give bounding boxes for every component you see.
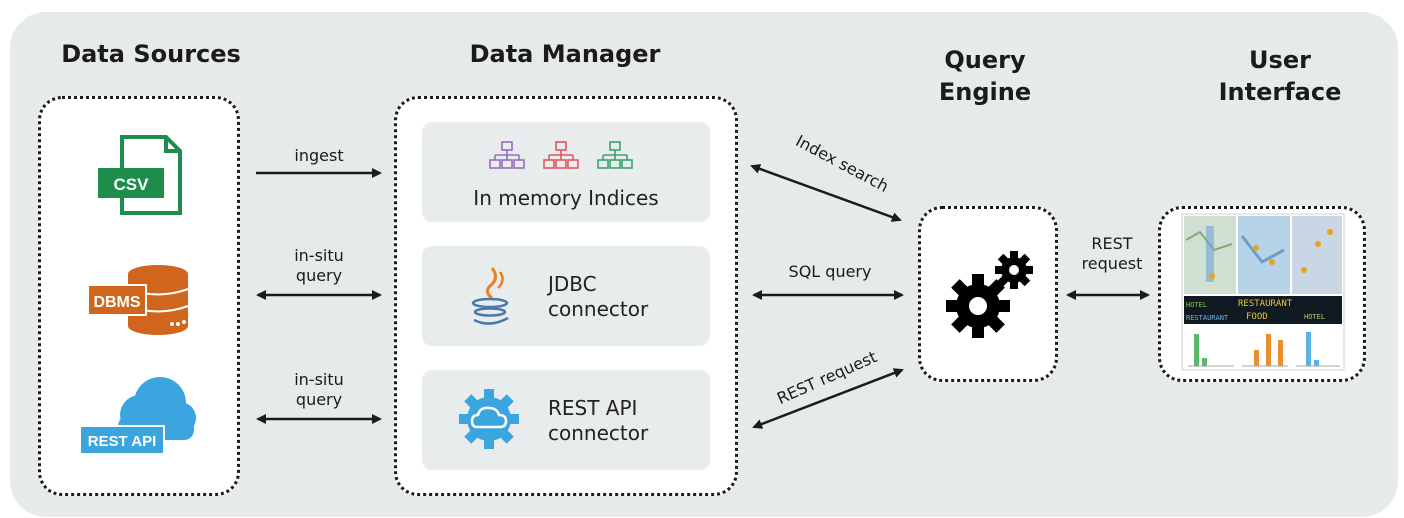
rest-request-arrow xyxy=(752,368,904,429)
in-situ-query-label-2-line1: in-situ xyxy=(294,370,344,389)
header-user-interface-line2: Interface xyxy=(1218,78,1342,106)
in-situ-query-label-1-line2: query xyxy=(295,266,343,285)
rest-connector-label-line2: connector xyxy=(548,421,649,445)
header-data-sources: Data Sources xyxy=(61,40,241,68)
header-data-manager: Data Manager xyxy=(469,40,661,68)
rest-request-ui-label-line1: REST xyxy=(1091,234,1133,253)
word-cloud-term-3: FOOD xyxy=(1246,312,1268,322)
in-situ-query-label-1-line1: in-situ xyxy=(294,246,344,265)
indices-card xyxy=(422,122,710,222)
rest-request-ui-label: REST request xyxy=(1062,234,1162,274)
indices-label: In memory Indices xyxy=(473,186,659,210)
in-situ-query-label-1: in-situ query xyxy=(264,246,374,286)
jdbc-label: JDBC connector xyxy=(548,272,648,322)
dbms-icon-text: DBMS xyxy=(93,294,140,311)
in-situ-query-label-2: in-situ query xyxy=(264,370,374,410)
cloud-gear-icon xyxy=(459,389,519,449)
header-query-engine-line1: Query xyxy=(944,46,1026,74)
jdbc-card xyxy=(422,246,710,346)
word-cloud-term-5: HOTEL xyxy=(1304,313,1325,321)
header-user-interface-line1: User xyxy=(1249,46,1311,74)
word-cloud-term-1: HOTEL xyxy=(1186,301,1207,309)
jdbc-label-line2: connector xyxy=(548,297,649,321)
rest-connector-label-line1: REST API xyxy=(548,396,638,420)
sql-query-label: SQL query xyxy=(788,262,872,281)
header-user-interface: User Interface xyxy=(1190,44,1370,108)
rest-api-cloud-icon: REST API xyxy=(79,377,196,455)
index-tree-icon-green xyxy=(597,141,633,169)
rest-request-ui-label-line2: request xyxy=(1081,254,1143,273)
header-query-engine-line2: Engine xyxy=(938,78,1032,106)
in-situ-query-label-2-line2: query xyxy=(295,390,343,409)
rest-connector-label: REST API connector xyxy=(548,396,648,446)
rest-api-icon-text: REST API xyxy=(88,433,157,450)
index-tree-icon-red xyxy=(543,141,579,169)
header-query-engine: Query Engine xyxy=(900,44,1070,108)
dbms-database-icon: DBMS xyxy=(87,265,189,335)
word-cloud-term-2: RESTAURANT xyxy=(1238,299,1293,309)
csv-file-icon: CSV xyxy=(98,135,182,215)
ingest-label: ingest xyxy=(294,146,344,165)
dashboard-screenshot: HOTEL RESTAURANT FOOD RESTAURANT HOTEL xyxy=(1181,213,1345,371)
jdbc-label-line1: JDBC xyxy=(548,272,597,296)
index-tree-icon-purple xyxy=(489,141,525,169)
gears-icon xyxy=(946,251,1033,338)
java-jdbc-icon xyxy=(471,267,509,325)
csv-icon-text: CSV xyxy=(114,175,150,194)
index-search-arrow xyxy=(750,164,902,222)
word-cloud-term-4: RESTAURANT xyxy=(1186,314,1229,322)
